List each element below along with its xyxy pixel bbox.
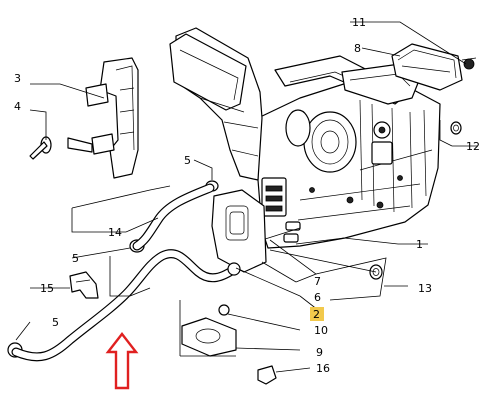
svg-text:4: 4	[14, 100, 21, 113]
part-15-clip	[69, 271, 99, 299]
callout-15: 15	[40, 282, 54, 295]
part-7-pipe-bracket	[211, 189, 267, 273]
svg-text:2: 2	[313, 308, 320, 321]
leader-lines	[15, 21, 478, 373]
part-11-clip	[461, 57, 477, 70]
callout-16: 16	[316, 362, 330, 375]
svg-text:3: 3	[14, 72, 21, 85]
callout-9: 9	[316, 346, 323, 359]
callout-10: 10	[314, 324, 328, 337]
part-4-fastener	[29, 136, 93, 160]
callout-2-highlighted: 2	[310, 307, 324, 321]
callout-6: 6	[314, 291, 321, 304]
svg-text:9: 9	[316, 346, 323, 359]
callout-14: 14	[108, 226, 122, 239]
callout-4: 4	[14, 100, 21, 113]
svg-text:15: 15	[40, 282, 54, 295]
svg-text:5: 5	[72, 252, 79, 265]
svg-text:14: 14	[108, 226, 122, 239]
part-8-cover	[391, 43, 463, 91]
svg-text:1: 1	[416, 238, 423, 251]
svg-text:13: 13	[418, 282, 432, 295]
callout-12: 12	[466, 140, 480, 153]
red-up-arrow-icon	[105, 332, 139, 390]
svg-text:11: 11	[352, 16, 366, 29]
part-9-gasket	[181, 317, 237, 357]
svg-text:5: 5	[184, 154, 191, 167]
callout-2-highlight-box	[310, 307, 324, 321]
svg-text:10: 10	[314, 324, 328, 337]
part-14-hose	[132, 183, 215, 251]
callout-7: 7	[314, 275, 321, 288]
svg-text:16: 16	[316, 362, 330, 375]
callout-13: 13	[418, 282, 432, 295]
part-10-nut	[218, 304, 230, 316]
callout-1: 1	[416, 238, 423, 251]
svg-text:12: 12	[466, 140, 480, 153]
callout-5-lower: 5	[52, 316, 59, 329]
part-6-seal	[227, 262, 241, 276]
svg-text:8: 8	[354, 42, 361, 55]
svg-text:5: 5	[52, 316, 59, 329]
part-12-grommet	[450, 121, 462, 135]
callout-11: 11	[352, 16, 366, 29]
callout-8: 8	[354, 42, 361, 55]
svg-text:7: 7	[314, 275, 321, 288]
callout-labels: 11 8 3 4 12 5 14 1 5 7 13	[14, 16, 480, 375]
callout-5-upper: 5	[184, 154, 191, 167]
part-16-plug	[257, 365, 277, 385]
svg-text:6: 6	[314, 291, 321, 304]
part-3-bracket	[85, 57, 139, 179]
air-intake-duct	[169, 27, 263, 181]
part-2-hose	[11, 249, 241, 362]
callout-3: 3	[14, 72, 21, 85]
callout-5-middle: 5	[72, 252, 79, 265]
hvac-housing	[257, 55, 441, 249]
